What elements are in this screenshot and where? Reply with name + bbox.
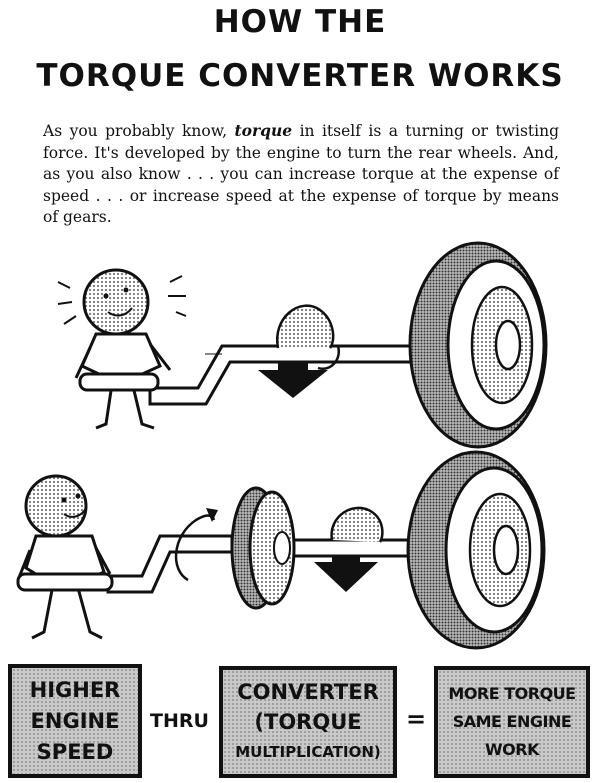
scene-torque-converter bbox=[16, 450, 546, 650]
thru-operator: THRU bbox=[150, 710, 209, 732]
equals-operator: = bbox=[406, 705, 427, 733]
wheel-top bbox=[408, 241, 548, 449]
intro-paragraph: As you probably know, torque in itself i… bbox=[43, 120, 559, 229]
more-torque-box: MORE TORQUE SAME ENGINE WORK bbox=[434, 666, 590, 778]
converter-icon bbox=[230, 486, 296, 610]
box3-line-2: SAME ENGINE bbox=[452, 712, 572, 731]
engine-character-bottom bbox=[16, 474, 114, 640]
torque-arrow-icon-bottom bbox=[314, 506, 384, 592]
box2-line-1: CONVERTER bbox=[237, 680, 379, 704]
wheel-bottom bbox=[406, 450, 546, 650]
intro-text-after: in itself is a turning or twisting force… bbox=[43, 122, 560, 226]
box3-line-3: WORK bbox=[485, 740, 539, 759]
intro-emphasis: torque bbox=[234, 121, 293, 140]
box1-line-2: ENGINE bbox=[30, 708, 120, 733]
box1-line-3: SPEED bbox=[36, 739, 114, 764]
higher-engine-speed-box: HIGHER ENGINE SPEED bbox=[8, 664, 142, 778]
intro-text-before: As you probably know, bbox=[43, 122, 235, 140]
converter-box: CONVERTER (TORQUE MULTIPLICATION) bbox=[219, 666, 397, 778]
engine-character-top bbox=[57, 268, 187, 430]
box2-line-3: MULTIPLICATION) bbox=[235, 743, 381, 761]
rotation-arrow-icon bbox=[174, 508, 218, 582]
title-line-2: TORQUE CONVERTER WORKS bbox=[36, 58, 564, 94]
box1-line-1: HIGHER bbox=[29, 677, 121, 702]
title-line-1: HOW THE bbox=[213, 4, 387, 40]
scene-direct-drive bbox=[57, 241, 548, 449]
box2-line-2: (TORQUE bbox=[254, 710, 362, 734]
box3-line-1: MORE TORQUE bbox=[448, 684, 576, 703]
torque-arrow-icon-top bbox=[258, 304, 341, 398]
